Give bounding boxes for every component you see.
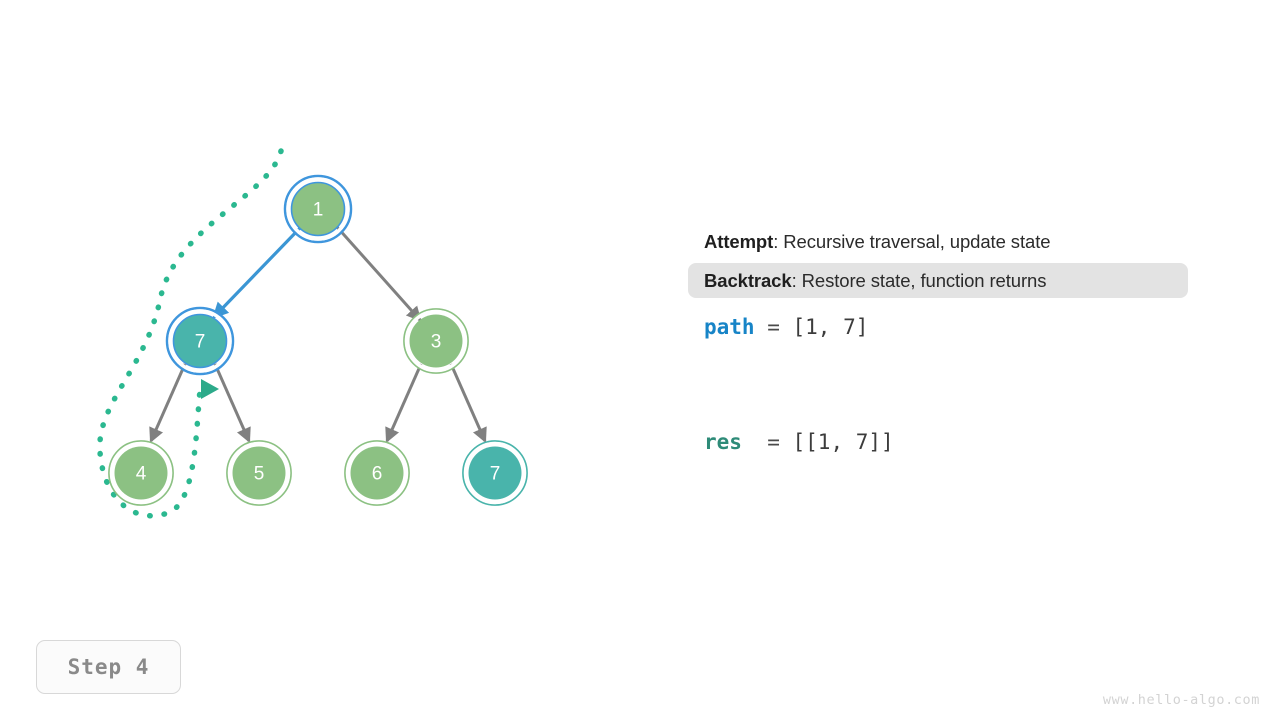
attempt-separator: : [773,231,784,252]
tree-node-5[interactable]: 5 [226,440,292,506]
tree-edges [149,226,487,444]
tree-node-6[interactable]: 6 [344,440,410,506]
tree-node-7-right-value: 7 [490,464,501,485]
attempt-description: Attempt: Recursive traversal, update sta… [688,224,1188,259]
site-watermark: www.hello-algo.com [1102,692,1260,708]
tree-node-3-value: 3 [431,332,442,353]
tree-node-1-value: 1 [313,200,324,221]
tree-node-5-value: 5 [254,464,265,485]
path-variable-name: path [704,315,755,340]
state-info-panel: Attempt: Recursive traversal, update sta… [688,224,1188,457]
res-equals-sign: = [741,429,793,454]
tree-node-4-value: 4 [136,464,147,485]
tree-node-1[interactable]: 1 [283,174,353,244]
backtrack-label: Backtrack [704,270,792,292]
edge-n1-n2 [212,226,302,319]
edge-n3-n7 [449,363,487,444]
binary-tree-diagram: 1 7 3 4 [97,148,528,519]
path-variable-value: [1, 7] [792,315,869,340]
path-equals-sign: = [754,315,793,340]
edge-n3-n6 [385,363,423,444]
path-variable-row: path = [1, 7] [688,312,1188,342]
tree-nodes: 1 7 3 4 [108,174,528,506]
attempt-label: Attempt [704,231,774,252]
tree-node-4[interactable]: 4 [108,440,174,506]
res-variable-name: res [704,429,742,454]
backtrack-description: Backtrack: Restore state, function retur… [688,263,1188,299]
tree-node-6-value: 6 [372,464,383,485]
backtrack-text: Restore state, function returns [801,270,1047,292]
edge-n2-n4 [149,363,187,444]
edge-n1-n3 [335,226,422,322]
dotted-backtrack-trace [97,148,284,519]
res-variable-row: res = [[1, 7]] [688,427,1188,457]
tree-node-3[interactable]: 3 [403,308,469,374]
current-position-marker [201,379,219,399]
backtrack-separator: : [791,270,802,292]
tree-node-7-right[interactable]: 7 [462,440,528,506]
tree-node-7-left-value: 7 [195,332,206,353]
edge-n2-n5 [213,363,251,444]
step-badge: Step 4 [36,640,181,694]
res-variable-value: [[1, 7]] [792,429,894,454]
tree-node-7-left[interactable]: 7 [165,306,235,376]
attempt-text: Recursive traversal, update state [783,231,1051,252]
